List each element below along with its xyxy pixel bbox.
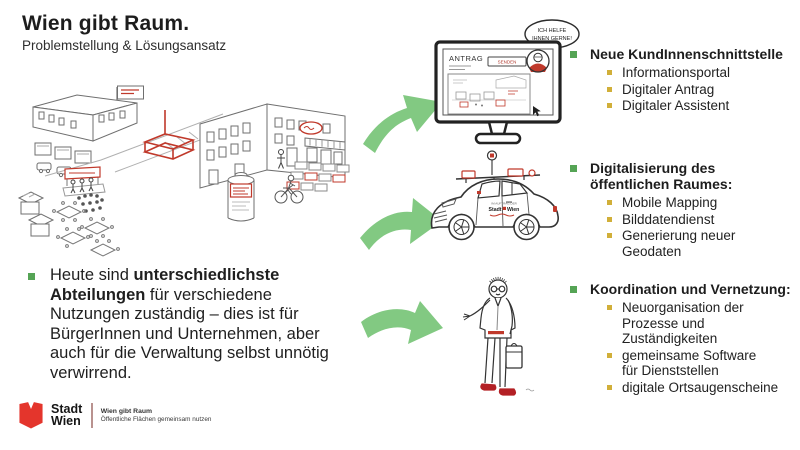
corner-buildings bbox=[199, 103, 350, 192]
solution-item: Mobile Mapping bbox=[562, 195, 800, 211]
solution-group-coordination: Koordination und Vernetzung: Neuorganisa… bbox=[562, 281, 800, 396]
solution-item: Digitaler Assistent bbox=[562, 98, 800, 114]
solution-heading: Neue KundInnenschnittstelle bbox=[590, 46, 783, 62]
sub-bullet-square-icon bbox=[607, 200, 612, 205]
svg-text:Stadt: Stadt bbox=[489, 207, 502, 213]
svg-text:ICH HELFE: ICH HELFE bbox=[538, 28, 567, 34]
solution-heading: Koordination und Vernetzung: bbox=[590, 281, 791, 297]
solution-item: Informationsportal bbox=[562, 65, 800, 81]
cyclist bbox=[274, 174, 304, 204]
page-subtitle: Problemstellung & Lösungsansatz bbox=[22, 38, 227, 53]
screen-title: ANTRAG bbox=[449, 54, 483, 63]
bullet-square-icon bbox=[570, 165, 577, 172]
solution-item: gemeinsame Software für Dienststellen bbox=[562, 348, 800, 379]
send-button bbox=[487, 56, 527, 67]
sub-bullet-square-icon bbox=[607, 305, 612, 310]
sub-bullet-square-icon bbox=[607, 86, 612, 92]
cursor-icon bbox=[533, 106, 541, 117]
green-arrow-up-icon bbox=[363, 95, 442, 153]
solution-item: digitale Ortsaugenscheine bbox=[562, 380, 800, 396]
mapping-car-illustration: IM AUFTRAG DER Stadt Wien bbox=[430, 150, 559, 241]
sub-bullet-square-icon bbox=[607, 233, 612, 238]
stadt-wien-logo bbox=[19, 402, 43, 429]
solution-item: Generierung neuer Geodaten bbox=[562, 228, 800, 259]
advertising-column bbox=[227, 172, 255, 222]
solution-item: Digitaler Antrag bbox=[562, 82, 800, 98]
person-illustration bbox=[462, 276, 535, 396]
footer-claim: Wien gibt Raum Öffentliche Flächen gemei… bbox=[100, 408, 212, 423]
problem-statement: Heute sind unterschiedlichste Abteilunge… bbox=[28, 266, 354, 383]
market-square bbox=[17, 166, 120, 257]
svg-text:SENDEN: SENDEN bbox=[498, 60, 517, 65]
building-with-flag bbox=[32, 85, 144, 178]
solution-group-digitalisation: Digitalisierung des öffentlichen Raumes:… bbox=[562, 160, 800, 260]
problem-text: Heute sind unterschiedlichste Abteilunge… bbox=[50, 266, 329, 382]
bullet-square-icon bbox=[570, 286, 577, 293]
logo-wordmark: Stadt Wien bbox=[51, 402, 83, 428]
footer: Stadt Wien Wien gibt Raum Öffentliche Fl… bbox=[18, 401, 211, 430]
bullet-square-icon bbox=[570, 51, 577, 58]
sub-bullet-square-icon bbox=[607, 352, 612, 358]
sub-bullet-square-icon bbox=[607, 103, 612, 108]
svg-text:IM AUFTRAG DER: IM AUFTRAG DER bbox=[491, 202, 517, 206]
svg-text:Wien: Wien bbox=[507, 207, 519, 213]
svg-text:IHNEN GERNE!: IHNEN GERNE! bbox=[532, 36, 572, 42]
street-scene-illustration bbox=[17, 85, 350, 257]
green-arrow-right-icon bbox=[360, 198, 442, 250]
sub-bullet-square-icon bbox=[607, 384, 612, 390]
solution-group-customer-interface: Neue KundInnenschnittstelle Informations… bbox=[562, 46, 800, 115]
solution-item: Bilddatendienst bbox=[562, 212, 800, 228]
solution-heading: Digitalisierung des öffentlichen Raumes: bbox=[590, 160, 733, 192]
footer-divider bbox=[91, 403, 93, 428]
green-arrow-down-icon bbox=[361, 301, 443, 344]
assistant-avatar bbox=[526, 49, 550, 73]
car-door-logo bbox=[502, 206, 506, 210]
sub-bullet-square-icon bbox=[607, 70, 612, 75]
red-zone-marking bbox=[142, 110, 196, 160]
monitor-illustration: ICH HELFE IHNEN GERNE! ANTRAG SENDEN bbox=[434, 19, 580, 145]
page-title: Wien gibt Raum. bbox=[22, 12, 190, 35]
solution-item: Neuorganisation der Prozesse und Zuständ… bbox=[562, 300, 800, 347]
bullet-square-icon bbox=[28, 273, 35, 280]
sub-bullet-square-icon bbox=[607, 216, 612, 222]
